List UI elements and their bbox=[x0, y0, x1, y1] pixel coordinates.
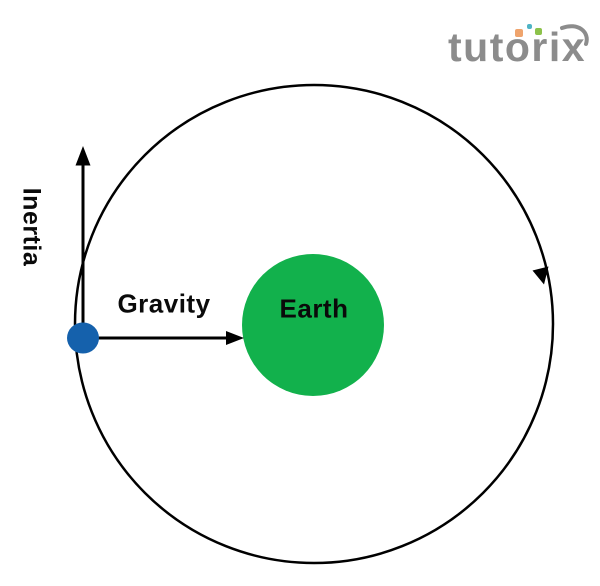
inertia-label: Inertia bbox=[17, 187, 46, 267]
gravity-label: Gravity bbox=[117, 288, 211, 319]
orbit-path bbox=[73, 83, 555, 565]
gravity-arrowhead-icon bbox=[226, 331, 244, 345]
orbit-direction-arrowhead-icon bbox=[532, 266, 549, 285]
logo-green-square-icon bbox=[535, 28, 542, 35]
logo-orange-square-icon bbox=[515, 29, 523, 37]
logo-swoosh-icon bbox=[560, 24, 589, 46]
logo-teal-square-icon bbox=[527, 24, 532, 29]
earth-circle bbox=[242, 254, 384, 396]
satellite-dot bbox=[67, 322, 99, 354]
tutorix-logo: tutorix bbox=[448, 18, 593, 70]
inertia-arrowhead-icon bbox=[75, 146, 91, 166]
earth-label: Earth bbox=[279, 293, 349, 324]
